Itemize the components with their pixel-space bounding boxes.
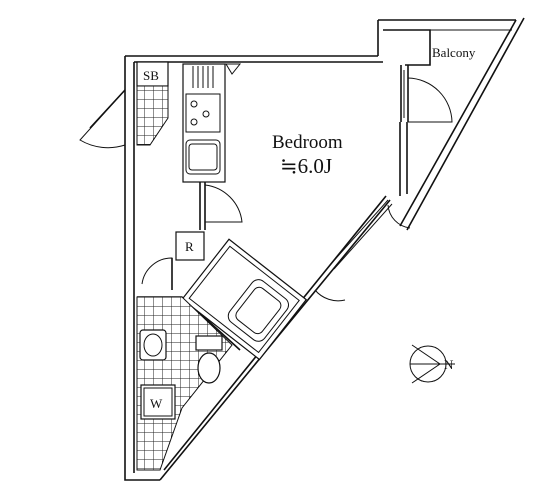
unit-bath bbox=[181, 238, 308, 361]
balcony: Balcony bbox=[377, 19, 516, 66]
wash-basin bbox=[139, 329, 167, 361]
refrigerator: R bbox=[175, 231, 205, 261]
shoe-box-label: SB bbox=[143, 68, 159, 83]
entrance-floor bbox=[136, 85, 169, 146]
shoe-box: SB bbox=[136, 61, 169, 87]
balcony-label: Balcony bbox=[432, 45, 476, 60]
diagonal-windows bbox=[314, 199, 411, 302]
washing-machine: W bbox=[140, 384, 176, 420]
entrance-door[interactable] bbox=[79, 89, 126, 149]
bathroom-door[interactable] bbox=[141, 257, 173, 290]
kitchen-counter bbox=[182, 63, 242, 183]
balcony-sliding-door[interactable] bbox=[399, 65, 453, 196]
washing-machine-label: W bbox=[150, 396, 163, 411]
compass-north-label: N bbox=[444, 357, 454, 372]
north-compass-icon: N bbox=[409, 344, 455, 384]
bedroom-label: Bedroom bbox=[272, 132, 343, 153]
refrigerator-label: R bbox=[185, 239, 194, 254]
bedroom-area: ≒6.0J bbox=[280, 154, 332, 178]
toilet bbox=[195, 335, 223, 384]
